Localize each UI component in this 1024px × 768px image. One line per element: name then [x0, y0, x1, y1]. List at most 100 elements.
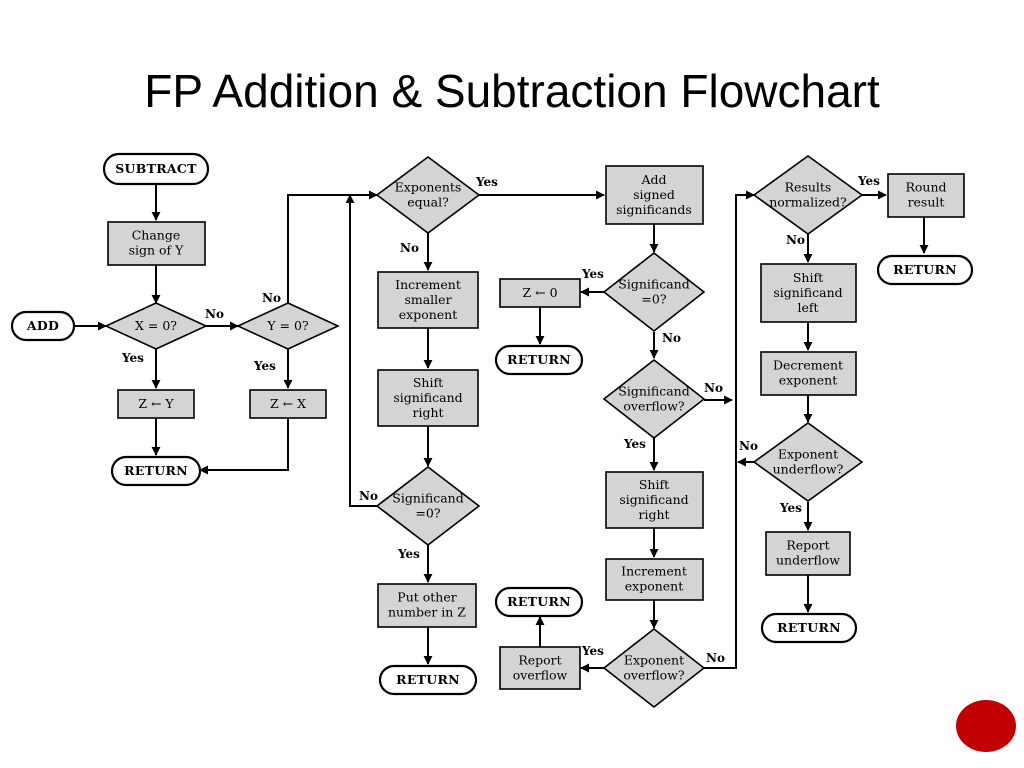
- return-4-text: RETURN: [507, 594, 571, 609]
- node-text-line: overflow: [513, 667, 568, 682]
- node-text-line: significand: [619, 492, 688, 507]
- node-text-line: RETURN: [893, 262, 957, 277]
- node-text-line: Put other: [397, 589, 456, 604]
- label-exp-underflow-yes: Yes: [779, 501, 802, 515]
- decision-significand-zero-1: Significand=0?: [375, 465, 481, 547]
- node-text-line: underflow: [776, 552, 840, 567]
- label-exp-overflow-no: No: [706, 651, 725, 665]
- terminal-return-2: RETURN: [378, 664, 478, 696]
- label-sig-overflow-no: No: [704, 381, 723, 395]
- node-text-line: exponent: [399, 307, 458, 322]
- connectors: [74, 185, 929, 673]
- node-text-line: overflow?: [623, 667, 685, 682]
- node-text-line: Y = 0?: [266, 318, 309, 333]
- node-text-line: Report: [786, 537, 829, 552]
- node-text-line: Shift: [639, 477, 669, 492]
- node-text-line: Shift: [413, 375, 443, 390]
- node-text-line: Report: [518, 652, 561, 667]
- label-x-zero-yes: Yes: [121, 351, 144, 365]
- terminal-return-5: RETURN: [876, 254, 974, 286]
- node-text-line: Increment: [621, 563, 687, 578]
- label-sig-zero-1-yes: Yes: [397, 547, 420, 561]
- node-text-line: Results: [785, 179, 832, 194]
- node-text-line: Exponent: [624, 652, 684, 667]
- node-text-line: sign of Y: [129, 242, 185, 257]
- node-text-line: right: [412, 405, 443, 420]
- slide-indicator-dot: [956, 700, 1016, 752]
- label-sig-zero-2-no: No: [662, 331, 681, 345]
- process-z-zero: Z ← 0: [499, 278, 581, 308]
- node-text-line: right: [638, 507, 669, 522]
- node-text-line: Significand: [618, 276, 689, 291]
- node-text-line: Change: [132, 227, 181, 242]
- node-text-line: left: [797, 300, 818, 315]
- edge-sigzero-loop: [345, 194, 377, 507]
- node-text-line: Round: [905, 179, 946, 194]
- node-text-line: exponent: [625, 578, 684, 593]
- node-text-line: RETURN: [124, 463, 188, 478]
- node-text-line: =0?: [415, 505, 440, 520]
- node-text-line: significands: [616, 202, 692, 217]
- label-sig-overflow-yes: Yes: [623, 437, 646, 451]
- decision-significand-zero-2: Significand=0?: [602, 251, 706, 333]
- decision-y-zero: Y = 0?: [236, 302, 340, 350]
- label-sig-zero-2-yes: Yes: [581, 267, 604, 281]
- edge-expovf-normalized: [704, 190, 755, 669]
- node-text-line: significand: [393, 390, 462, 405]
- return-5-text: RETURN: [893, 262, 957, 277]
- node-text-line: smaller: [404, 292, 451, 307]
- label-x-zero-no: No: [205, 307, 224, 321]
- terminal-return-3: RETURN: [494, 344, 584, 376]
- label-exp-underflow-no: No: [739, 439, 758, 453]
- return-6-text: RETURN: [777, 620, 841, 635]
- terminal-subtract: SUBTRACT: [102, 152, 210, 186]
- node-text-line: equal?: [407, 194, 449, 209]
- decision-x-zero: X = 0?: [104, 302, 208, 350]
- node-text-line: =0?: [641, 291, 666, 306]
- edge-labels: No Yes No Yes Yes No No Yes Yes No No Ye…: [121, 174, 880, 665]
- node-text-line: overflow?: [623, 398, 685, 413]
- node-text-line: Z ← X: [270, 396, 306, 411]
- return-1-text: RETURN: [124, 463, 188, 478]
- return-2-text: RETURN: [396, 672, 460, 687]
- node-text-line: RETURN: [777, 620, 841, 635]
- z-zero-text: Z ← 0: [522, 285, 557, 300]
- process-z-x: Z ← X: [249, 389, 327, 419]
- node-text-line: normalized?: [769, 194, 847, 209]
- sig-zero-2-text: Significand=0?: [618, 276, 689, 306]
- node-text-line: signed: [633, 187, 675, 202]
- z-y-text: Z ← Y: [138, 396, 174, 411]
- node-text-line: Significand: [618, 383, 689, 398]
- label-exp-equal-yes: Yes: [475, 175, 498, 189]
- y-zero-text: Y = 0?: [266, 318, 309, 333]
- node-text-line: Significand: [392, 490, 463, 505]
- edge-zx-return: [199, 418, 289, 475]
- label-y-zero-no: No: [262, 291, 281, 305]
- x-zero-text: X = 0?: [135, 318, 177, 333]
- node-text-line: Z ← 0: [522, 285, 557, 300]
